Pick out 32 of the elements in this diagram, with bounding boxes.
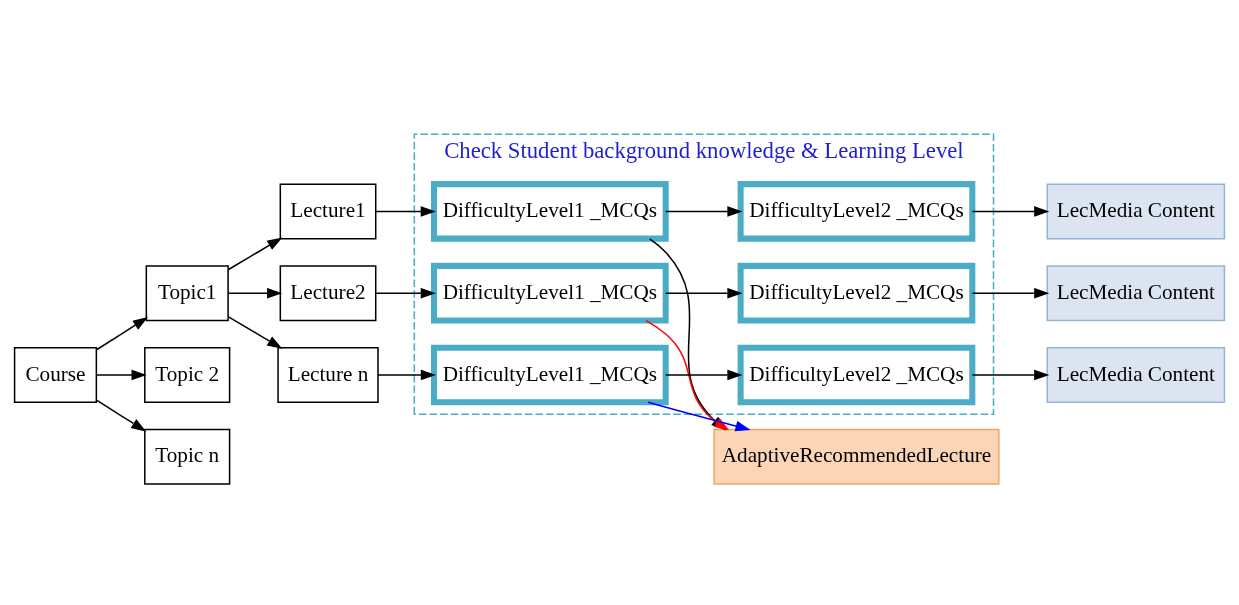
arrow	[377, 369, 436, 380]
arrow	[971, 205, 1050, 217]
node-box: Lecture1	[279, 182, 377, 239]
arrow	[664, 287, 743, 298]
node-box: Topic1	[145, 264, 229, 321]
node-box: DifficultyLevel1 _MCQs	[431, 180, 669, 242]
node-box: LecMedia Content	[1046, 182, 1226, 239]
arrow	[375, 287, 436, 298]
node-box: DifficultyLevel1 _MCQs	[431, 344, 669, 405]
arrow	[664, 205, 743, 217]
node-box: LecMedia Content	[1046, 264, 1226, 321]
arrow	[971, 369, 1050, 380]
node-box: Topic 2	[144, 346, 231, 403]
arrow	[227, 287, 283, 298]
arrow	[375, 205, 436, 217]
arrow	[664, 369, 743, 380]
arrow	[971, 287, 1050, 298]
node-box: Course	[13, 346, 98, 403]
arrow	[227, 315, 283, 349]
node-box: Lecture n	[277, 346, 379, 403]
arrow	[96, 369, 147, 380]
arrow	[227, 237, 283, 270]
node-box: LecMedia Content	[1046, 346, 1226, 403]
arrow	[96, 399, 147, 432]
node-box: Topic n	[144, 428, 231, 485]
node-box: DifficultyLevel2 _MCQs	[737, 262, 976, 323]
node-box: DifficultyLevel1 _MCQs	[431, 262, 669, 323]
node-box: DifficultyLevel2 _MCQs	[737, 344, 976, 405]
node-box: DifficultyLevel2 _MCQs	[737, 180, 976, 242]
node-box: Lecture2	[279, 264, 377, 321]
arrow	[96, 316, 149, 350]
node-box: AdaptiveRecommendedLecture	[713, 428, 1000, 485]
